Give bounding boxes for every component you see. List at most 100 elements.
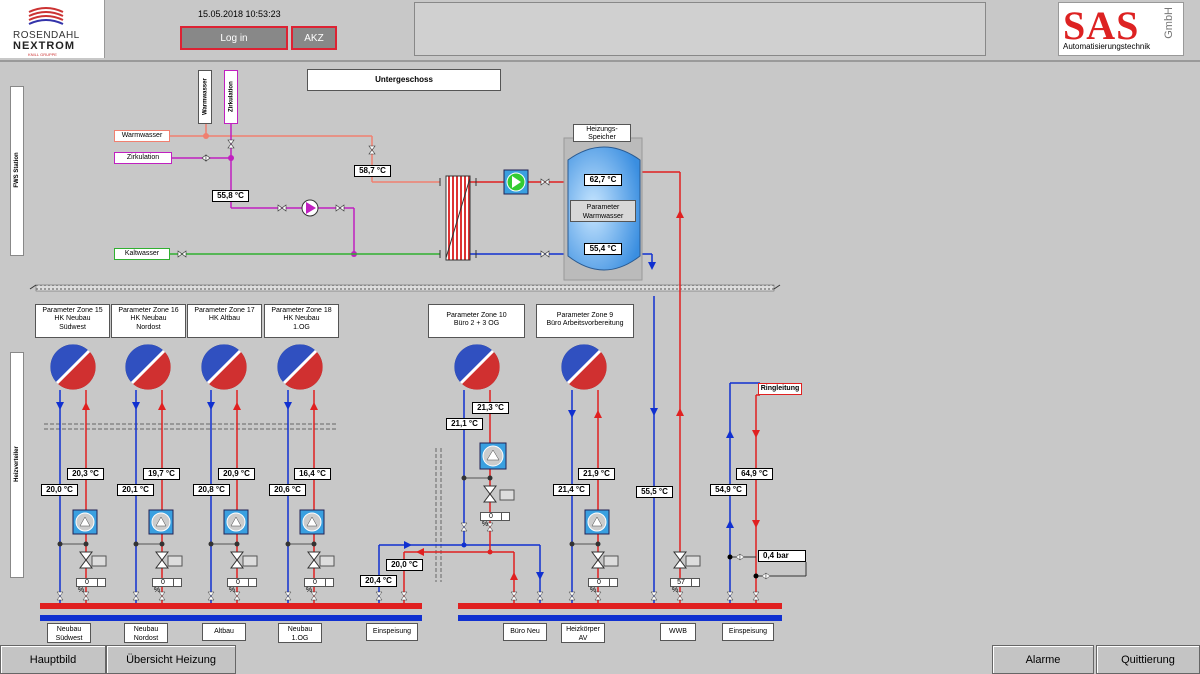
- valve-icon: [335, 204, 345, 212]
- login-button[interactable]: Log in: [180, 26, 288, 50]
- left-supply-manifold: [40, 603, 422, 609]
- alarme-button[interactable]: Alarme: [992, 645, 1094, 674]
- heizkoerper-av-label: Heizkörper AV: [561, 623, 605, 643]
- wwb-mixing-valve-icon[interactable]: [673, 551, 701, 569]
- circulation-pump-icon[interactable]: [301, 199, 319, 217]
- zone-17-mixing-valve-icon[interactable]: [230, 551, 258, 569]
- right-supply-manifold: [458, 603, 782, 609]
- zone-9-valve-position: 0%: [588, 578, 618, 594]
- zone-10-pump-icon[interactable]: [479, 442, 507, 470]
- top-bar: ROSENDAHL NEXTROM KNILL GRUPPE 15.05.201…: [0, 0, 1200, 62]
- logo-line3: KNILL GRUPPE: [28, 52, 57, 57]
- akz-button[interactable]: AKZ: [291, 26, 337, 50]
- fws-circulation-temp: 55,8 °C: [212, 190, 249, 202]
- zone-17-mixer-icon[interactable]: [201, 344, 247, 390]
- warmwasser-label: Warmwasser: [114, 130, 170, 142]
- zone-16-pump-icon[interactable]: [148, 509, 174, 535]
- tank-top-temp: 62,7 °C: [584, 174, 622, 186]
- heating-pump-icon[interactable]: [503, 169, 529, 195]
- zone-18-mixing-valve-icon[interactable]: [307, 551, 335, 569]
- valve-icon: [368, 145, 376, 155]
- zone-9-pump-icon[interactable]: [584, 509, 610, 535]
- wwb-label: WWB: [660, 623, 696, 641]
- hauptbild-button[interactable]: Hauptbild: [0, 645, 106, 674]
- logo-line2: NEXTROM: [13, 40, 75, 52]
- valve-icon: [177, 250, 187, 258]
- zirkulation-vertical-label: Zirkulation: [224, 70, 238, 124]
- tank-bottom-temp: 55,4 °C: [584, 243, 622, 255]
- valve-icon: [227, 139, 235, 149]
- einspeisung-right-supply-temp: 64,9 °C: [736, 468, 773, 480]
- quittierung-button[interactable]: Quittierung: [1096, 645, 1200, 674]
- zone-10-return-temp: 21,1 °C: [446, 418, 483, 430]
- zone-15-parameter-button[interactable]: Parameter Zone 15 HK Neubau Südwest: [35, 304, 110, 338]
- zone-18-mixer-icon[interactable]: [277, 344, 323, 390]
- zirkulation-label: Zirkulation: [114, 152, 172, 164]
- zone-17-pump-icon[interactable]: [223, 509, 249, 535]
- zone-9-mixer-icon[interactable]: [561, 344, 607, 390]
- logo-line1: ROSENDAHL: [13, 30, 80, 41]
- tank-title: Heizungs-Speicher: [573, 124, 631, 142]
- zone-15-mixing-valve-icon[interactable]: [79, 551, 107, 569]
- zone-10-valve-position: 0%: [480, 512, 510, 528]
- zone-16-return-temp: 20,1 °C: [117, 484, 154, 496]
- zone-15-supply-temp: 20,3 °C: [67, 468, 104, 480]
- zone-18-parameter-button[interactable]: Parameter Zone 18 HK Neubau 1.OG: [264, 304, 339, 338]
- einspeisung-left-supply-temp: 20,0 °C: [386, 559, 423, 571]
- zone-10-supply-temp: 21,3 °C: [472, 402, 509, 414]
- zone-15-mixer-icon[interactable]: [50, 344, 96, 390]
- warmwasser-vertical-label: Warmwasser: [198, 70, 212, 124]
- floor-title: Untergeschoss: [307, 69, 501, 91]
- zone-15-valve-position: 0%: [76, 578, 106, 594]
- zone-18-valve-position: 0%: [304, 578, 334, 594]
- rosendahl-emblem-icon: [28, 7, 64, 25]
- einspeisung-right-label: Einspeisung: [722, 623, 774, 641]
- kaltwasser-label: Kaltwasser: [114, 248, 170, 260]
- zone-10-parameter-button[interactable]: Parameter Zone 10 Büro 2 + 3 OG: [428, 304, 525, 338]
- zone-9-return-temp: 21,4 °C: [553, 484, 590, 496]
- buero-neu-label: Büro Neu: [503, 623, 547, 641]
- ringleitung-label: Ringleitung: [758, 383, 802, 395]
- neubau-suedwest-label: Neubau Südwest: [47, 623, 91, 643]
- valve-icon: [277, 204, 287, 212]
- sas-subtitle: Automatisierungstechnik: [1063, 42, 1151, 51]
- zone-17-supply-temp: 20,9 °C: [218, 468, 255, 480]
- zone-16-valve-position: 0%: [152, 578, 182, 594]
- zone-9-parameter-button[interactable]: Parameter Zone 9 Büro Arbeitsvorbereitun…: [536, 304, 634, 338]
- zone-18-supply-temp: 16,4 °C: [294, 468, 331, 480]
- zone-9-supply-temp: 21,9 °C: [578, 468, 615, 480]
- pressure-value: 0,4 bar: [758, 550, 806, 562]
- zone-18-return-temp: 20,6 °C: [269, 484, 306, 496]
- fws-station-sidebar: FWS Station: [10, 86, 24, 256]
- sas-logo-text: SAS: [1063, 3, 1140, 48]
- heizverteiler-sidebar: Heizverteiler: [10, 352, 24, 578]
- zone-16-supply-temp: 19,7 °C: [143, 468, 180, 480]
- zone-18-pump-icon[interactable]: [299, 509, 325, 535]
- einspeisung-right-return-temp: 54,9 °C: [710, 484, 747, 496]
- einspeisung-left-return-temp: 20,4 °C: [360, 575, 397, 587]
- zone-16-mixer-icon[interactable]: [125, 344, 171, 390]
- altbau-label: Altbau: [202, 623, 246, 641]
- wwb-return-temp: 55,5 °C: [636, 486, 673, 498]
- datetime: 15.05.2018 10:53:23: [198, 9, 281, 19]
- zone-16-mixing-valve-icon[interactable]: [155, 551, 183, 569]
- zone-15-pump-icon[interactable]: [72, 509, 98, 535]
- zone-15-return-temp: 20,0 °C: [41, 484, 78, 496]
- tank-parameter-button[interactable]: Parameter Warmwasser: [570, 200, 636, 222]
- valve-icon: [540, 250, 550, 258]
- zone-16-parameter-button[interactable]: Parameter Zone 16 HK Neubau Nordost: [111, 304, 186, 338]
- zone-10-mixer-icon[interactable]: [454, 344, 500, 390]
- right-return-manifold: [458, 615, 782, 621]
- floor-separator: [35, 284, 775, 292]
- zone-17-return-temp: 20,8 °C: [193, 484, 230, 496]
- wwb-valve-position: 57%: [670, 578, 700, 594]
- zone-10-mixing-valve-icon[interactable]: [483, 485, 515, 503]
- zone-17-parameter-button[interactable]: Parameter Zone 17 HK Altbau: [187, 304, 262, 338]
- einspeisung-left-label: Einspeisung: [366, 623, 418, 641]
- zone-9-mixing-valve-icon[interactable]: [591, 551, 619, 569]
- message-panel: [414, 2, 986, 56]
- valve-icon: [201, 154, 211, 162]
- uebersicht-heizung-button[interactable]: Übersicht Heizung: [106, 645, 236, 674]
- left-return-manifold: [40, 615, 422, 621]
